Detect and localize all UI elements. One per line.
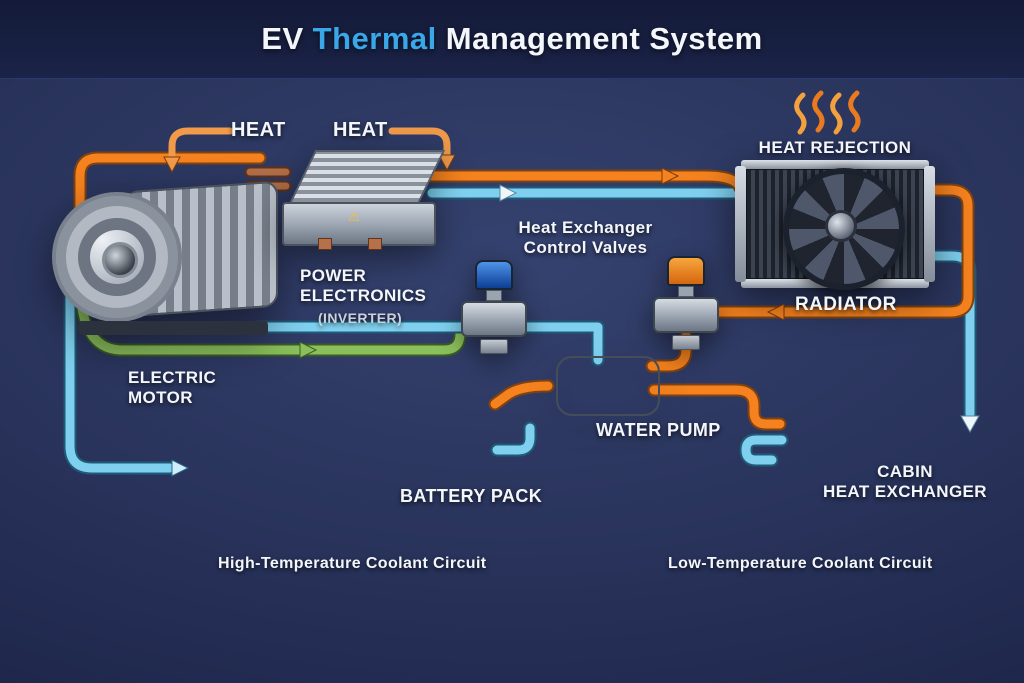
heat-rejection-label: HEAT REJECTION [758, 138, 912, 157]
radiator-fan-icon [783, 168, 905, 290]
heat-label-right: HEAT [333, 119, 388, 141]
valve-stem [486, 290, 502, 301]
blue-flow-arrow-battery [171, 459, 190, 477]
valve-body [653, 297, 719, 333]
pump-body [556, 356, 660, 416]
green-flow-arrow [299, 341, 318, 359]
page-title-accent: Thermal [312, 21, 437, 56]
control-valve-low-temp [458, 260, 530, 356]
inverter-heatsink-fins [288, 150, 446, 204]
orange-flow-arrow-top [661, 167, 680, 185]
radiator-label: RADIATOR [795, 294, 897, 315]
valve-foot [480, 339, 508, 354]
electric-motor [52, 178, 292, 343]
title-band: EV Thermal Management System [0, 0, 1024, 79]
valve-foot [672, 335, 700, 350]
inverter-body: ⚠ [282, 202, 436, 250]
electric-motor-label: ELECTRIC MOTOR [128, 368, 217, 408]
heat-arrow-left [168, 127, 234, 160]
control-valve-high-temp [650, 256, 722, 352]
orange-flow-arrow-return [766, 303, 785, 321]
legend-label-high-temp: High-Temperature Coolant Circuit [218, 555, 487, 572]
radiator [735, 160, 935, 290]
valve-stem [678, 286, 694, 297]
legend-label-low-temp: Low-Temperature Coolant Circuit [668, 555, 933, 572]
warning-icon: ⚠ [348, 209, 360, 224]
control-valves-label: Heat Exchanger Control Valves [518, 218, 653, 258]
heat-waves-icon [794, 90, 861, 135]
white-flow-arrow-cabin [960, 415, 980, 434]
power-electronics-label: POWER ELECTRONICS [300, 266, 427, 306]
cabin-heat-exchanger-label: CABIN HEAT EXCHANGER [823, 462, 987, 502]
motor-end-cap [52, 192, 182, 322]
radiator-top-bar [741, 160, 929, 169]
radiator-left-tank [735, 166, 746, 282]
valve-body [461, 301, 527, 337]
inverter-terminal [318, 238, 332, 250]
heat-label-left: HEAT [231, 119, 286, 141]
radiator-right-tank [924, 166, 935, 282]
white-flow-arrow-top [499, 184, 518, 202]
page-title-prefix: EV [261, 21, 304, 56]
valve-actuator-orange [667, 256, 705, 286]
power-electronics-inverter: ⚠ [282, 150, 446, 256]
heat-arrow-right [388, 127, 451, 158]
water-pump [542, 350, 660, 418]
inverter-terminal [368, 238, 382, 250]
valve-actuator-blue [475, 260, 513, 290]
battery-pack-label: BATTERY PACK [400, 486, 543, 506]
page-title-suffix: Management System [445, 21, 763, 56]
inverter-sublabel: (INVERTER) [318, 310, 403, 326]
water-pump-label: WATER PUMP [596, 420, 721, 440]
motor-base [78, 321, 268, 335]
